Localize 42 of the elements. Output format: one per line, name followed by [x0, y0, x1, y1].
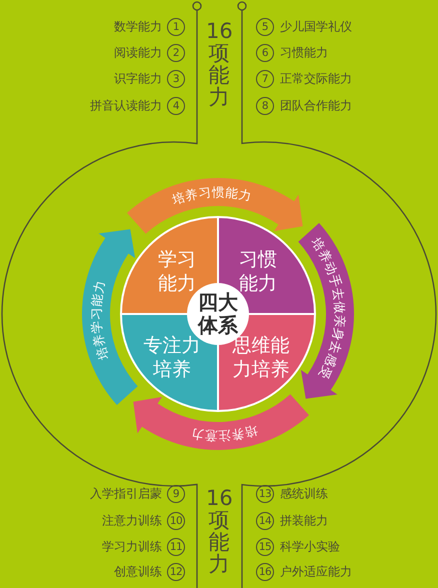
circled-number: 7 [256, 70, 274, 88]
circled-number: 9 [167, 485, 185, 503]
ability-label: 注意力训练 [102, 512, 162, 530]
ability-label: 少儿国学礼仪 [280, 18, 352, 36]
ability-label: 科学小实验 [280, 538, 340, 556]
ability-label: 团队合作能力 [280, 98, 352, 114]
edge-label: 培养学习能力 [88, 278, 112, 362]
circled-number: 15 [256, 538, 274, 556]
circled-number: 10 [167, 512, 185, 530]
circled-number: 4 [167, 97, 185, 115]
ability-label: 拼装能力 [280, 512, 328, 530]
ability-label: 拼音认读能力 [90, 98, 162, 114]
curved-arrow [133, 394, 309, 450]
circled-number: 11 [167, 538, 185, 556]
circled-number: 13 [256, 485, 274, 503]
curved-arrow [82, 229, 138, 405]
vertical-heading: 16项能力 [206, 20, 232, 108]
circled-number: 8 [256, 97, 274, 115]
ability-label: 入学指引启蒙 [90, 486, 162, 502]
edge-label: 培养动手去做亲身去感受 [308, 234, 348, 382]
edge-label: 培养习惯能力 [170, 184, 254, 208]
ability-label: 习惯能力 [280, 44, 328, 62]
ability-label: 数学能力 [114, 18, 162, 36]
ability-label: 识字能力 [114, 70, 162, 88]
ability-label: 感统训练 [280, 486, 328, 502]
ability-label: 户外适应能力 [280, 564, 352, 580]
circled-number: 1 [167, 18, 185, 36]
ability-label: 阅读能力 [114, 44, 162, 62]
circled-number: 5 [256, 18, 274, 36]
ability-label: 创意训练 [114, 564, 162, 580]
curved-arrow [127, 178, 303, 234]
circled-number: 6 [256, 44, 274, 62]
edge-label: 培养注意力 [190, 422, 260, 444]
ability-label: 学习力训练 [102, 538, 162, 556]
circled-number: 2 [167, 44, 185, 62]
circled-number: 14 [256, 512, 274, 530]
ability-label: 正常交际能力 [280, 70, 352, 88]
vertical-heading: 16项能力 [206, 487, 232, 576]
circled-number: 16 [256, 563, 274, 581]
curved-arrow [298, 223, 354, 399]
circled-number: 12 [167, 563, 185, 581]
circled-number: 3 [167, 70, 185, 88]
